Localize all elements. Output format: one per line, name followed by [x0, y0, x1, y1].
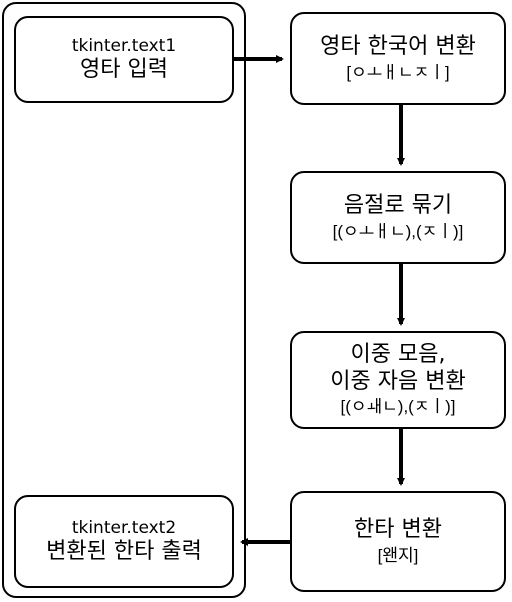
double-convert-node: 이중 모음, 이중 자음 변환 [(ㅇㅙㄴ),(ㅈㅣ)]: [290, 331, 506, 429]
double-convert-example: [(ㅇㅙㄴ),(ㅈㅣ)]: [340, 397, 456, 417]
group-syllables-node: 음절로 묶기 [(ㅇㅗㅐㄴ),(ㅈㅣ)]: [290, 171, 506, 264]
output-node: tkinter.text2 변환된 한타 출력: [14, 495, 234, 588]
convert-korean-example: [ㅇㅗㅐㄴㅈㅣ]: [346, 62, 450, 82]
convert-korean-label: 영타 한국어 변환: [320, 34, 476, 60]
input-node: tkinter.text1 영타 입력: [14, 16, 234, 103]
hanta-convert-node: 한타 변환 [왠지]: [290, 491, 506, 592]
double-convert-line2: 이중 자음 변환: [330, 368, 466, 394]
group-syllables-example: [(ㅇㅗㅐㄴ),(ㅈㅣ)]: [332, 221, 464, 241]
output-node-title: tkinter.text2: [71, 518, 177, 539]
group-syllables-label: 음절로 묶기: [343, 193, 453, 219]
hanta-convert-example: [왠지]: [377, 545, 419, 565]
input-node-title: tkinter.text1: [71, 36, 177, 57]
input-node-label: 영타 입력: [80, 56, 168, 82]
hanta-convert-label: 한타 변환: [354, 517, 442, 543]
double-convert-line1: 이중 모음,: [350, 342, 446, 368]
tkinter-window-frame: [2, 2, 246, 598]
convert-korean-node: 영타 한국어 변환 [ㅇㅗㅐㄴㅈㅣ]: [290, 12, 506, 105]
output-node-label: 변환된 한타 출력: [46, 538, 202, 564]
